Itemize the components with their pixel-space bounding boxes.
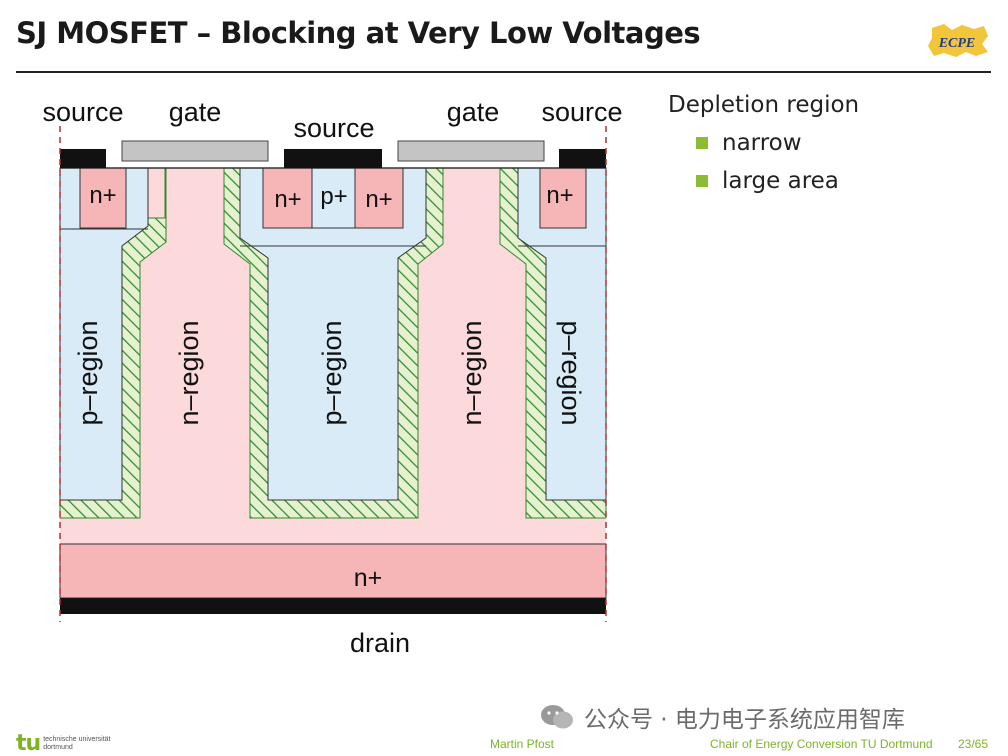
n-plus-left xyxy=(79,167,127,229)
tu-logo-text-line2: dortmund xyxy=(43,743,73,751)
n-plus-mid-right xyxy=(354,167,404,229)
tu-logo-mark: tu xyxy=(16,731,41,756)
footer-author: Martin Pfost xyxy=(490,737,555,751)
label-drain: drain xyxy=(350,628,410,658)
ecpe-logo: ECPE xyxy=(928,24,988,57)
tu-dortmund-logo: tu technische universität dortmund xyxy=(16,731,143,756)
watermark-text: 公众号 · 电力电子系统应用智库 xyxy=(584,707,905,733)
label-n-region-2: n–region xyxy=(457,320,487,425)
legend-marker-large-area xyxy=(696,175,708,187)
legend-title: Depletion region xyxy=(668,92,860,118)
title-rule xyxy=(16,71,991,73)
n-plus-substrate xyxy=(59,543,607,599)
label-gate-right: gate xyxy=(447,97,500,127)
p-region-middle xyxy=(239,167,427,501)
wechat-icon xyxy=(541,705,573,729)
label-p-region-3: p–region xyxy=(556,320,586,425)
tu-logo-text: technische universität dortmund xyxy=(43,736,143,752)
tu-logo-text-line1: technische universität xyxy=(43,735,111,743)
legend-item-large-area: large area xyxy=(696,168,859,194)
source-metal-middle xyxy=(284,149,382,168)
slide-title: SJ MOSFET – Blocking at Very Low Voltage… xyxy=(16,16,701,50)
footer-chair: Chair of Energy Conversion TU Dortmund xyxy=(710,737,933,751)
label-p-region-2: p–region xyxy=(317,320,347,425)
label-p-plus-mid: p+ xyxy=(320,183,347,210)
label-n-plus-substrate: n+ xyxy=(354,564,383,592)
label-n-plus-mid-right: n+ xyxy=(365,186,392,213)
n-plus-right xyxy=(539,167,587,229)
legend-item-narrow: narrow xyxy=(696,130,859,156)
source-metal-right xyxy=(559,149,606,168)
legend: Depletion region narrow large area xyxy=(668,92,859,194)
n-plus-mid-left xyxy=(262,167,313,229)
legend-label-large-area: large area xyxy=(722,168,839,194)
label-n-plus-right: n+ xyxy=(546,182,573,209)
label-source-left: source xyxy=(42,97,123,127)
label-n-region-1: n–region xyxy=(174,320,204,425)
legend-marker-narrow xyxy=(696,137,708,149)
label-source-middle: source xyxy=(293,113,374,143)
label-n-plus-left: n+ xyxy=(89,182,116,209)
drain-metal xyxy=(60,598,606,614)
gate-poly-right xyxy=(397,140,545,162)
source-metal-left xyxy=(60,149,106,168)
legend-label-narrow: narrow xyxy=(722,130,802,156)
label-gate-left: gate xyxy=(169,97,222,127)
gate-poly-left xyxy=(121,140,269,162)
ecpe-logo-text: ECPE xyxy=(938,36,976,51)
label-n-plus-mid-left: n+ xyxy=(274,186,301,213)
label-p-region-1: p–region xyxy=(73,320,103,425)
footer-page-number: 23/65 xyxy=(958,737,989,751)
watermark: 公众号 · 电力电子系统应用智库 xyxy=(540,700,905,734)
label-source-right: source xyxy=(541,97,622,127)
